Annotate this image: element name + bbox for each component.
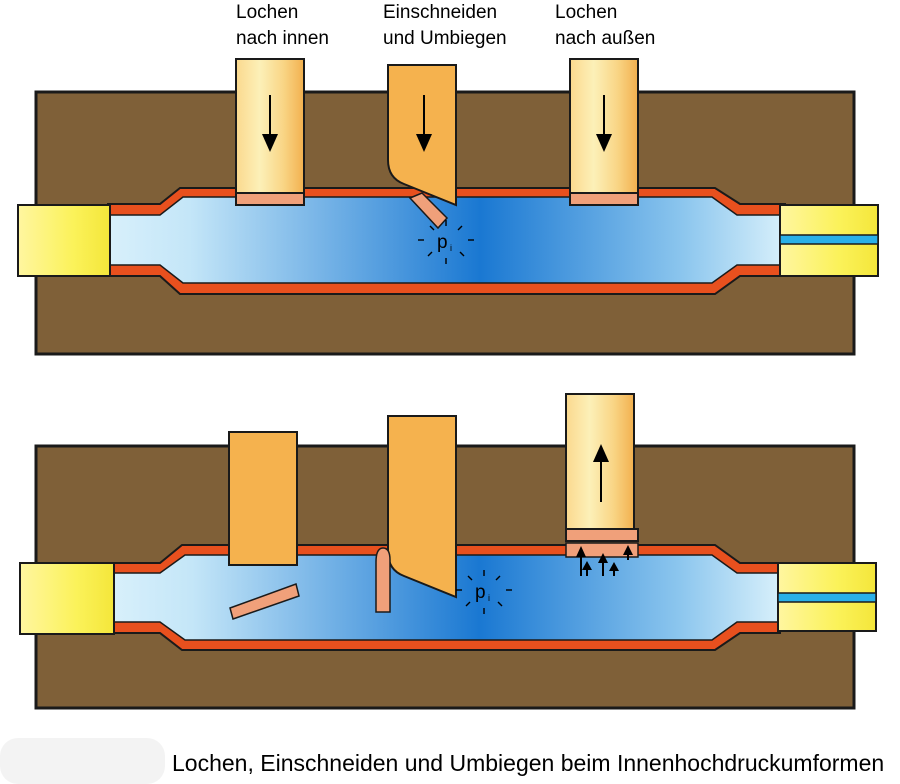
figure-caption: Lochen, Einschneiden und Umbiegen beim I… xyxy=(172,750,885,776)
punch-tip xyxy=(569,192,639,206)
pressure-symbol: p i xyxy=(456,570,512,614)
arrow-down-icon xyxy=(262,95,278,152)
punch-outward xyxy=(569,58,639,206)
label-lochen-nach-innen: Lochen nach innen xyxy=(236,0,329,52)
punched-slug xyxy=(229,583,300,620)
label-lochen-nach-aussen: Lochen nach außen xyxy=(555,0,655,52)
bent-tab xyxy=(375,547,391,613)
faint-shadow xyxy=(0,738,165,784)
cutting-punch xyxy=(387,415,457,599)
label-line: und Umbiegen xyxy=(383,28,507,49)
punch-inward xyxy=(235,58,305,206)
seal-right xyxy=(779,204,879,277)
cutting-punch xyxy=(387,64,457,230)
arrow-down-icon xyxy=(416,95,432,152)
label-line: Einschneiden xyxy=(383,2,498,23)
label-line: Lochen xyxy=(555,2,618,23)
punch-inward xyxy=(228,431,298,566)
punch-tip xyxy=(235,192,305,206)
fluid-channel xyxy=(777,592,877,603)
seal-left xyxy=(17,204,111,277)
pressure-arrows xyxy=(576,545,633,576)
label-einschneiden-und-umbiegen: Einschneiden und Umbiegen xyxy=(383,0,507,52)
seal-left xyxy=(19,562,115,635)
panel-bottom: p i xyxy=(19,393,877,710)
pressure-subscript: i xyxy=(450,243,452,253)
pressure-label: p xyxy=(475,582,486,603)
arrow-down-icon xyxy=(596,95,612,152)
seal-right xyxy=(777,562,877,632)
pressure-label: p xyxy=(437,232,448,253)
label-line: Lochen xyxy=(236,2,299,23)
panel-top: p i xyxy=(17,58,879,356)
label-line: nach innen xyxy=(236,28,329,49)
cut-tab xyxy=(408,192,449,230)
pressure-symbol: p i xyxy=(418,220,474,264)
pressure-subscript: i xyxy=(488,593,490,603)
label-line: nach außen xyxy=(555,28,656,49)
punch-outward xyxy=(565,393,639,576)
fluid-channel xyxy=(779,234,879,245)
arrow-up-icon xyxy=(593,444,609,502)
punch-tip xyxy=(565,528,639,542)
